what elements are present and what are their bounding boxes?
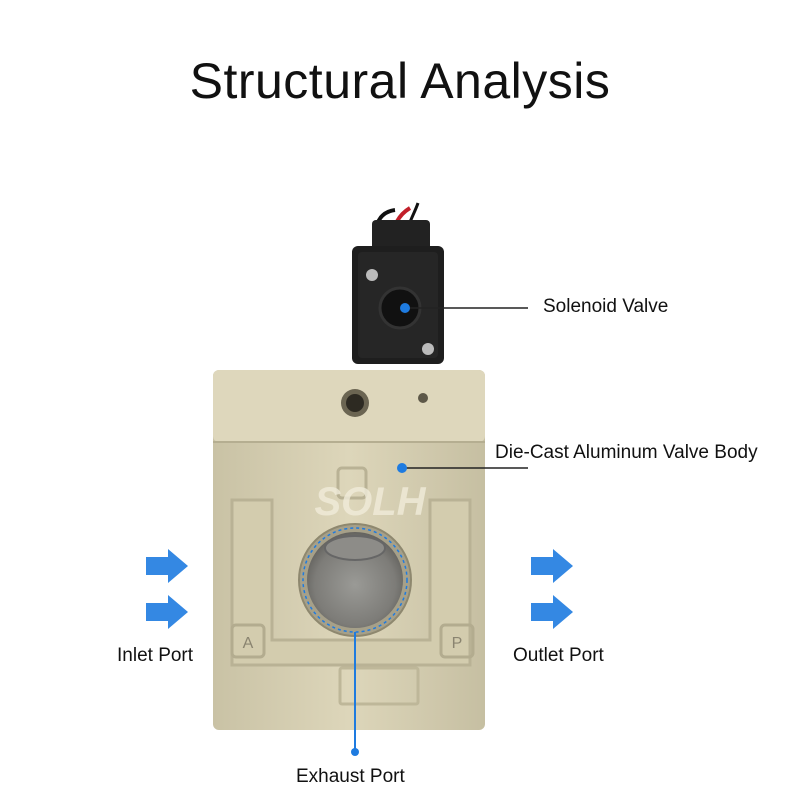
port-mark-p: P <box>452 635 463 652</box>
label-valve-body: Die-Cast Aluminum Valve Body <box>495 442 758 463</box>
inlet-arrow-icon <box>146 595 188 629</box>
outlet-arrow-icon <box>531 595 573 629</box>
watermark-text: SOLH <box>314 480 426 524</box>
outlet-arrow-icon <box>531 549 573 583</box>
body-marker <box>397 463 407 473</box>
label-inlet-port: Inlet Port <box>117 645 194 666</box>
inlet-arrow-icon <box>146 549 188 583</box>
solenoid-marker <box>400 303 410 313</box>
label-exhaust-port: Exhaust Port <box>296 766 405 787</box>
solenoid-block <box>352 220 444 364</box>
outlet-arrows <box>531 549 573 629</box>
label-solenoid-valve: Solenoid Valve <box>543 296 669 317</box>
leader-lines <box>351 303 528 756</box>
exhaust-marker <box>351 748 359 756</box>
label-outlet-port: Outlet Port <box>513 645 604 666</box>
inlet-arrows <box>146 549 188 629</box>
exhaust-bore <box>298 523 412 637</box>
page-title: Structural Analysis <box>189 53 611 109</box>
port-mark-a: A <box>243 635 254 652</box>
